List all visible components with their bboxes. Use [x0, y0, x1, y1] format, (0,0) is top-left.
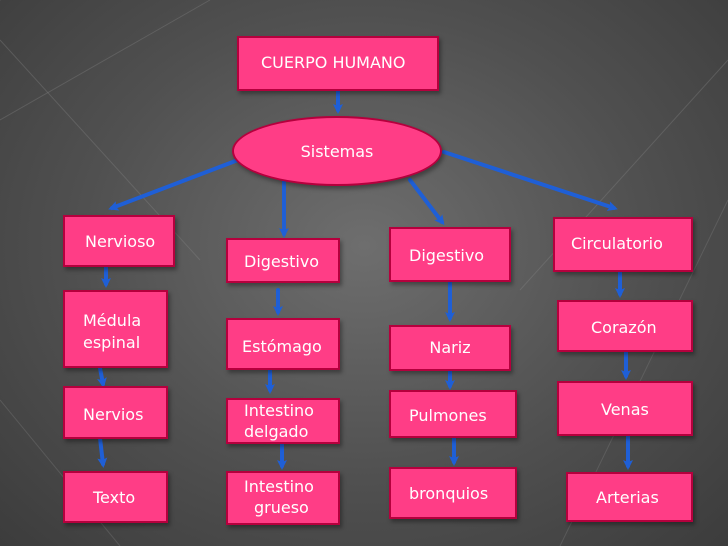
node-label-line1: Médula [83, 311, 142, 330]
node-label-line2: espinal [83, 333, 141, 352]
node-cuerpo-humano: CUERPO HUMANO [237, 36, 439, 91]
node-circulatorio: Circulatorio [553, 217, 693, 272]
node-label: bronquios [409, 484, 489, 503]
node-pulmones: Pulmones [389, 390, 517, 438]
node-estomago: Estómago [226, 318, 340, 370]
node-intestino-grueso: Intestino grueso [226, 471, 340, 525]
node-label: Texto [93, 488, 136, 507]
arrow-hub-digestivo-2 [408, 178, 445, 226]
node-digestivo-2: Digestivo [389, 227, 511, 282]
node-medula-espinal: Médula espinal [63, 290, 168, 368]
node-label: Digestivo [244, 252, 320, 271]
node-label: Digestivo [409, 246, 485, 265]
node-digestivo-1: Digestivo [226, 238, 340, 283]
node-nariz: Nariz [389, 325, 511, 371]
node-label: CUERPO HUMANO [261, 53, 406, 72]
arrow-hub-circulatorio [442, 150, 618, 211]
node-venas: Venas [557, 381, 693, 436]
node-label: Corazón [591, 318, 657, 337]
node-nervioso: Nervioso [63, 215, 175, 267]
node-arterias: Arterias [566, 472, 693, 522]
node-label-line2: delgado [244, 422, 309, 441]
node-label: Circulatorio [571, 234, 663, 253]
node-label: Estómago [242, 337, 322, 356]
node-texto: Texto [63, 471, 168, 523]
node-label-line1: Intestino [244, 401, 314, 420]
node-label-line1: Intestino [244, 477, 314, 496]
node-label: Arterias [596, 488, 659, 507]
node-label: Nervioso [85, 232, 156, 251]
node-sistemas: Sistemas [232, 116, 442, 186]
arrow-c1-3 [97, 436, 108, 468]
node-label-line2: grueso [254, 498, 309, 517]
node-label: Nervios [83, 405, 144, 424]
node-label: Pulmones [409, 406, 487, 425]
node-bronquios: bronquios [389, 467, 517, 519]
arrow-hub-nervioso [108, 158, 240, 211]
node-label: Nariz [429, 338, 471, 357]
node-label: Venas [601, 400, 649, 419]
node-intestino-delgado: Intestino delgado [226, 398, 340, 444]
node-corazon: Corazón [557, 300, 693, 352]
arrow-c1-2 [96, 366, 107, 388]
node-label: Sistemas [300, 141, 374, 161]
node-nervios: Nervios [63, 386, 168, 439]
